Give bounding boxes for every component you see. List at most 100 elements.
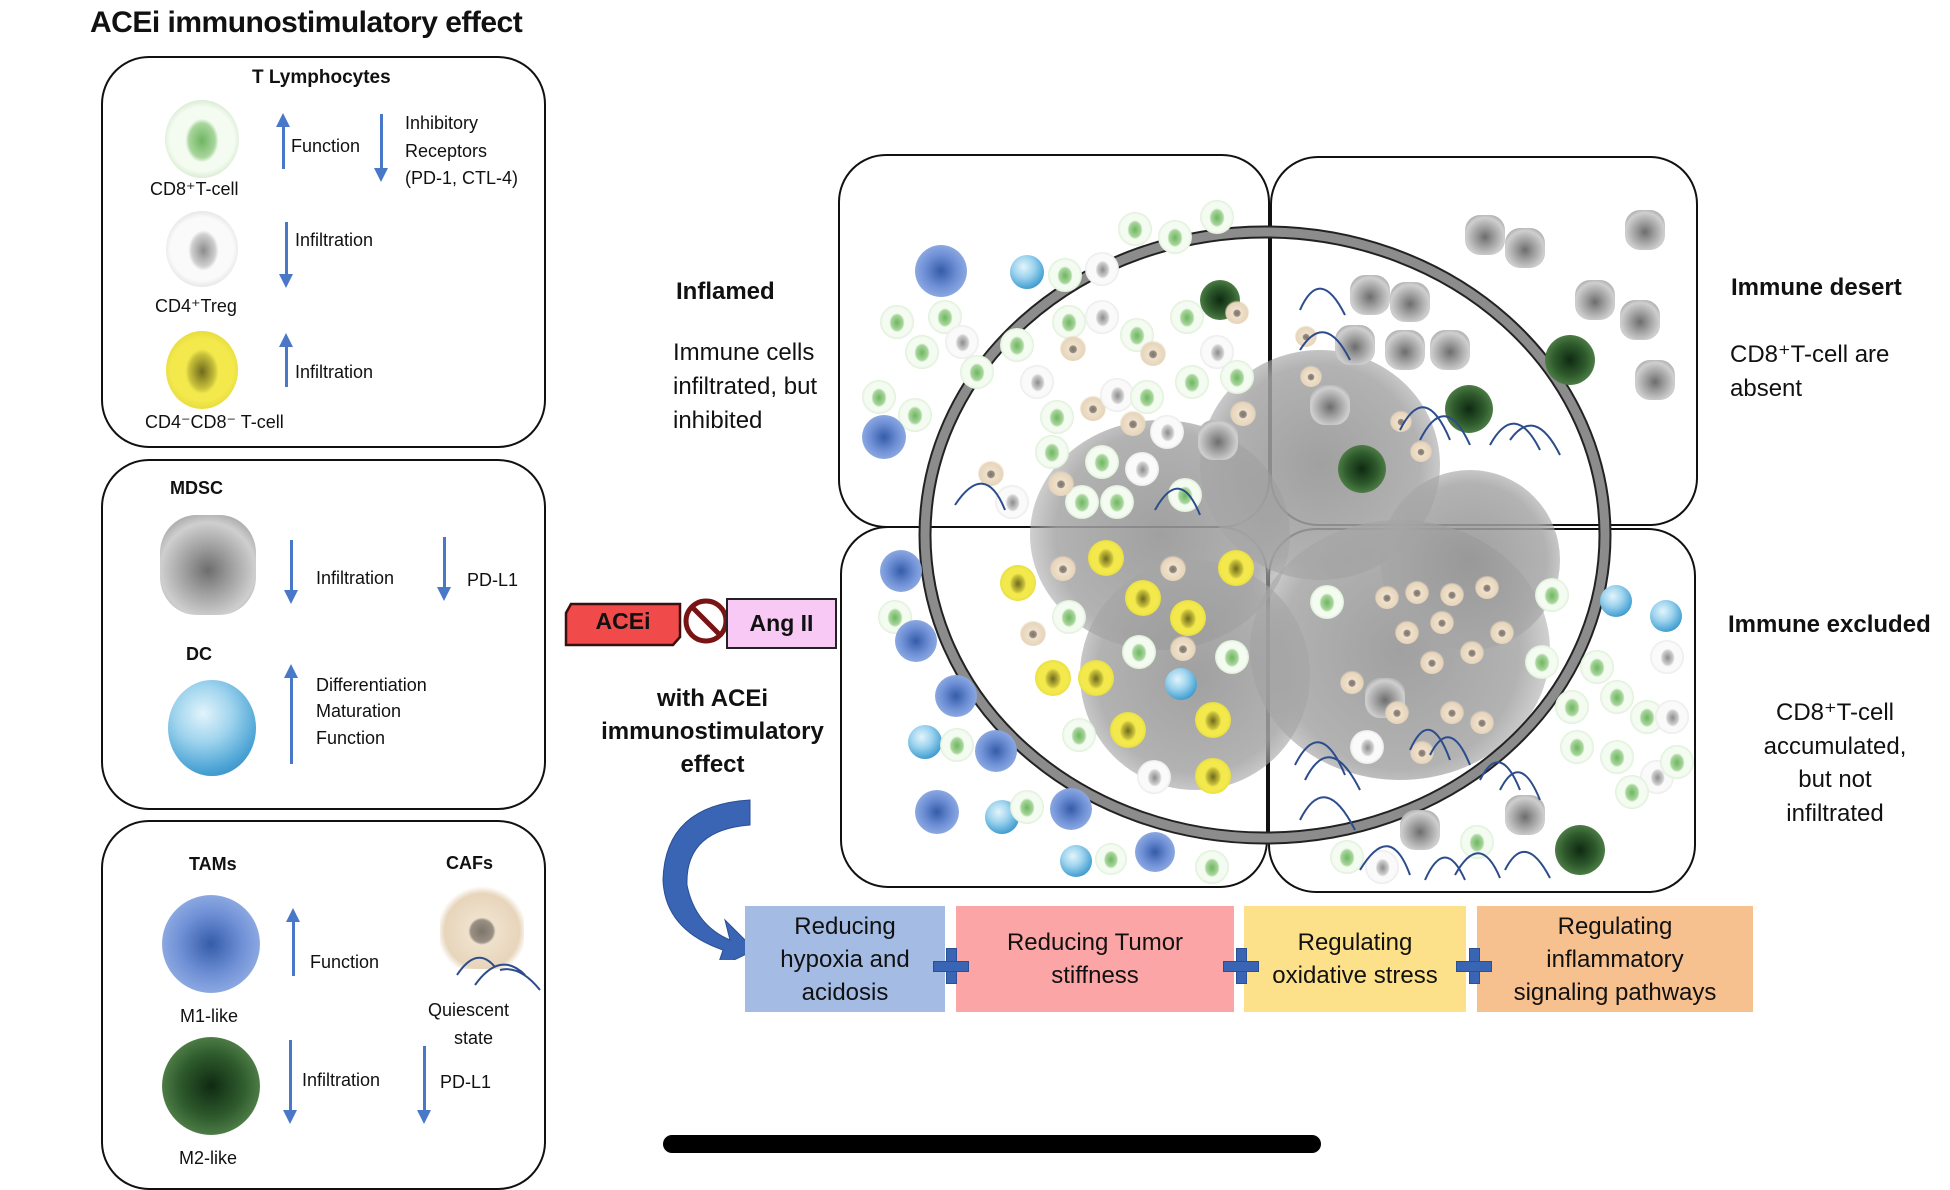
cafs-heading: CAFs [446, 853, 494, 873]
cd8-t-cell-icon [1040, 400, 1074, 434]
cd8-t-cell-icon [960, 355, 994, 389]
ang-ii-box [726, 598, 837, 649]
acei-label: ACEi [595, 608, 651, 634]
inflamed-desc-2: infiltrated, but [673, 373, 818, 400]
effect-label: Reducing [794, 912, 896, 940]
treg-icon [1650, 640, 1684, 674]
caf-icon [1048, 470, 1074, 496]
m1-macrophage-icon [1050, 788, 1092, 830]
cd8-t-cell-icon [1600, 740, 1634, 774]
cd8-t-cell-icon [1460, 825, 1494, 859]
ecm-fiber-icon [456, 956, 541, 991]
mdsc-icon [1310, 385, 1350, 425]
cd8-t-cell-icon [1130, 380, 1164, 414]
mdsc-icon [1390, 282, 1430, 322]
caf-icon [1375, 585, 1399, 609]
m1-like-label: M1-like [180, 1006, 239, 1026]
home-indicator-bar[interactable] [663, 1135, 1321, 1153]
acei-caption-2: immunostimulatory [601, 718, 824, 745]
cd8-t-cell-icon [1000, 328, 1034, 362]
effect-label: signaling pathways [1513, 978, 1717, 1006]
immune-desert-desc-1: CD8⁺T-cell are [1730, 341, 1890, 368]
cd8-t-cell-icon [1010, 790, 1044, 824]
mdsc-icon [160, 515, 256, 615]
caf-icon [1225, 300, 1249, 324]
m2-macrophage-icon [1545, 335, 1595, 385]
m2-macrophage-icon [162, 1037, 260, 1135]
treg-icon [1350, 730, 1384, 764]
treg-icon [1100, 378, 1134, 412]
mdsc-icon [1385, 330, 1425, 370]
caf-icon [1140, 340, 1166, 366]
up-arrow-icon [279, 333, 293, 387]
mdsc-icon [1430, 330, 1470, 370]
m2-like-label: M2-like [179, 1148, 238, 1168]
double-negative-t-cell-icon [1218, 550, 1254, 586]
m1-macrophage-icon [915, 790, 959, 834]
mdsc-icon [1198, 420, 1238, 460]
cd8-t-cell-icon [940, 728, 974, 762]
double-negative-t-cell-icon [1195, 702, 1231, 738]
myeloid-panel [101, 459, 546, 810]
m1-macrophage-icon [895, 620, 937, 662]
tumor-boundary-ring [918, 225, 1612, 845]
cd8-t-cell-icon [1560, 730, 1594, 764]
cd8-t-cell-icon [1062, 718, 1096, 752]
caf-icon [1340, 670, 1364, 694]
m1-macrophage-icon [915, 245, 967, 297]
immune-excluded-desc-1: CD8⁺T-cell [1775, 699, 1895, 726]
tams-heading: TAMs [189, 854, 237, 874]
caf-icon [1170, 635, 1196, 661]
dc-function-label: Function [316, 728, 386, 748]
dendritic-cell-icon [1165, 668, 1197, 700]
m1-macrophage-icon [975, 730, 1017, 772]
quiescent-state-label-2: state [454, 1028, 494, 1048]
inflamed-title: Inflamed [676, 278, 775, 305]
m1-macrophage-icon [880, 550, 922, 592]
caf-icon [1470, 710, 1494, 734]
effect-label: Regulating [1297, 929, 1413, 956]
cd4-treg-icon [166, 211, 238, 287]
effect-box-inflammatory-signaling: Regulating inflammatory signaling pathways [1477, 906, 1753, 1012]
double-negative-t-cell-icon [1170, 600, 1206, 636]
treg-icon [1085, 300, 1119, 334]
cd8-t-cell-icon [1220, 360, 1254, 394]
treg-infiltration-label: Infiltration [295, 230, 374, 250]
caf-icon [1410, 740, 1434, 764]
effect-label: inflammatory [1546, 945, 1684, 973]
inhibitory-receptors-label-2: Receptors [405, 141, 488, 161]
plus-icon [1223, 948, 1259, 984]
double-negative-t-cell-icon [1125, 580, 1161, 616]
caf-icon [1475, 575, 1499, 599]
acei-caption-1: with ACEi [656, 685, 769, 712]
cd8-t-cell-icon [1330, 840, 1364, 874]
cd8-t-cell-icon [1580, 650, 1614, 684]
cd8-t-cell-icon [1170, 300, 1204, 334]
effect-label: Regulating [1557, 912, 1673, 940]
caf-icon [1050, 555, 1076, 581]
cd8-t-cell-icon [1048, 258, 1082, 292]
double-negative-t-cell-label: CD4⁻CD8⁻ T-cell [145, 412, 284, 432]
inhibitory-receptors-label-3: (PD-1, CTL-4) [405, 168, 519, 188]
cd8-t-cell-icon [1600, 680, 1634, 714]
mdsc-icon [1505, 795, 1545, 835]
down-arrow-icon [437, 537, 451, 601]
dn-infiltration-label: Infiltration [295, 362, 374, 382]
caf-icon [1020, 620, 1046, 646]
stroma-panel [101, 820, 546, 1190]
cd8-t-cell-icon [1052, 600, 1086, 634]
curved-arrow-icon [662, 799, 755, 960]
acei-tag [564, 602, 682, 647]
cd8-t-cell-icon [1310, 585, 1344, 619]
immune-excluded-desc-4: infiltrated [1786, 800, 1884, 827]
caf-icon [1490, 620, 1514, 644]
treg-icon [995, 485, 1029, 519]
treg-icon [1125, 452, 1159, 486]
cd8-t-cell-icon [1122, 635, 1156, 669]
caf-icon [1460, 640, 1484, 664]
t-lymphocytes-heading: T Lymphocytes [252, 67, 391, 88]
double-negative-t-cell-icon [1000, 565, 1036, 601]
cd8-t-cell-icon [1095, 843, 1127, 875]
caf-icon [1295, 325, 1317, 347]
